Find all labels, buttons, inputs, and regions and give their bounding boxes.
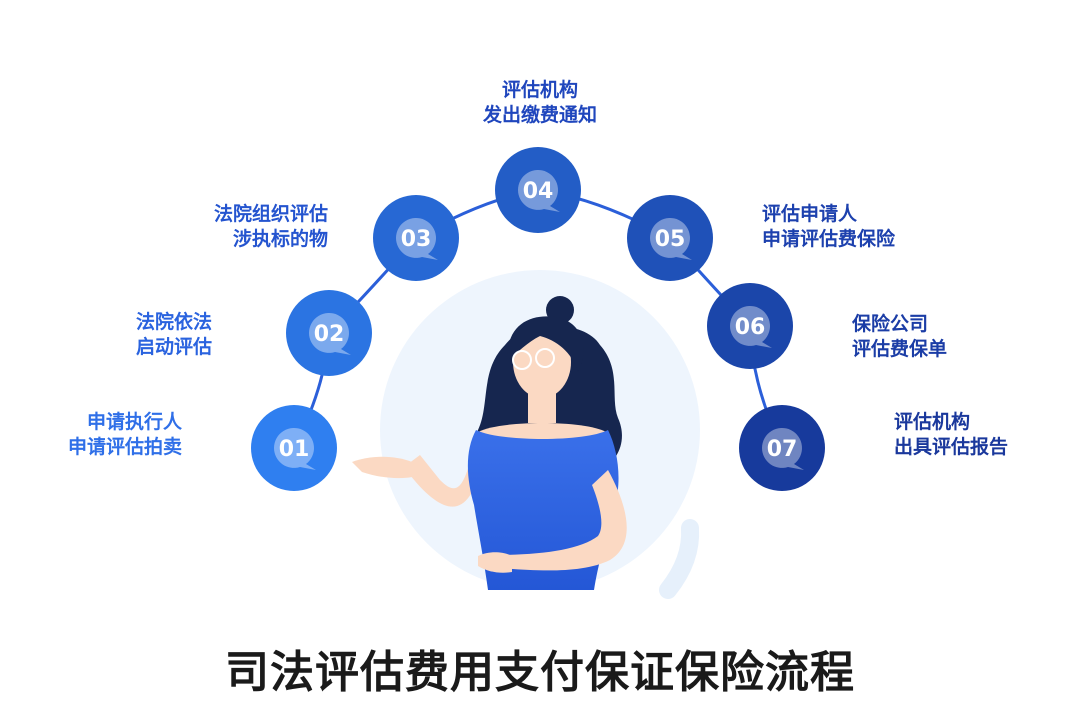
step-node-05-number: 05 <box>655 227 686 252</box>
step-label-06: 保险公司 评估费保单 <box>852 312 992 362</box>
speech-bubble-icon <box>274 428 316 470</box>
speech-bubble-icon <box>730 306 772 348</box>
step-node-07: 07 <box>739 405 825 491</box>
speech-bubble-icon <box>309 313 351 355</box>
woman-illustration <box>352 296 627 590</box>
step-node-06-circle <box>707 283 793 369</box>
step-node-01: 01 <box>251 405 337 491</box>
step-label-02-line2: 启动评估 <box>135 336 212 358</box>
speech-bubble-icon <box>650 218 692 260</box>
step-label-05-line2: 申请评估费保险 <box>762 228 896 250</box>
step-label-06-line2: 评估费保单 <box>852 338 948 360</box>
step-label-04: 评估机构 发出缴费通知 <box>458 78 622 128</box>
step-node-07-circle <box>739 405 825 491</box>
step-node-02-circle <box>286 290 372 376</box>
step-label-01-line1: 申请执行人 <box>86 411 182 433</box>
step-node-06: 06 <box>707 283 793 369</box>
step-node-03: 03 <box>373 195 459 281</box>
step-node-01-circle <box>251 405 337 491</box>
step-label-07: 评估机构 出具评估报告 <box>894 410 1044 460</box>
step-label-02: 法院依法 启动评估 <box>90 310 212 360</box>
step-label-05: 评估申请人 申请评估费保险 <box>762 202 932 252</box>
step-node-05-circle <box>627 195 713 281</box>
step-label-06-line1: 保险公司 <box>852 313 929 335</box>
speech-bubble-icon <box>518 170 560 212</box>
step-node-01-number: 01 <box>279 437 310 462</box>
halo-accent-stroke <box>659 519 700 599</box>
step-node-04-number: 04 <box>523 179 554 204</box>
step-node-04: 04 <box>495 147 581 233</box>
speech-bubble-icon <box>762 427 804 470</box>
step-node-06-number: 06 <box>735 315 766 340</box>
left-hand <box>352 456 418 479</box>
page-title: 司法评估费用支付保证保险流程 <box>225 647 855 698</box>
step-node-05: 05 <box>627 195 713 281</box>
step-label-07-line2: 出具评估报告 <box>894 436 1009 458</box>
face <box>513 326 571 398</box>
step-node-03-circle <box>373 195 459 281</box>
right-hand <box>478 552 512 573</box>
step-label-03-line2: 涉执标的物 <box>232 228 328 250</box>
speech-bubble-icon <box>396 217 438 260</box>
glasses-left-lens <box>512 350 532 370</box>
step-label-04-line2: 发出缴费通知 <box>482 104 597 126</box>
step-nodes: 01 02 03 04 05 06 07 <box>251 147 825 491</box>
step-label-03: 法院组织评估 涉执标的物 <box>180 202 328 252</box>
step-label-01-line2: 申请评估拍卖 <box>67 436 182 458</box>
step-label-03-line1: 法院组织评估 <box>213 203 328 225</box>
step-label-02-line1: 法院依法 <box>135 311 212 333</box>
step-label-05-line1: 评估申请人 <box>762 203 858 225</box>
right-arm <box>495 470 627 571</box>
left-arm <box>400 455 480 507</box>
step-node-03-number: 03 <box>401 227 432 252</box>
hair-bangs <box>507 316 584 372</box>
step-label-07-line1: 评估机构 <box>894 411 971 433</box>
step-node-07-number: 07 <box>767 437 798 462</box>
glasses-right-lens <box>535 348 555 368</box>
step-label-04-line1: 评估机构 <box>501 79 578 101</box>
step-node-02-number: 02 <box>314 322 345 347</box>
step-label-01: 申请执行人 申请评估拍卖 <box>40 410 182 460</box>
step-node-02: 02 <box>286 290 372 376</box>
step-node-04-circle <box>495 147 581 233</box>
